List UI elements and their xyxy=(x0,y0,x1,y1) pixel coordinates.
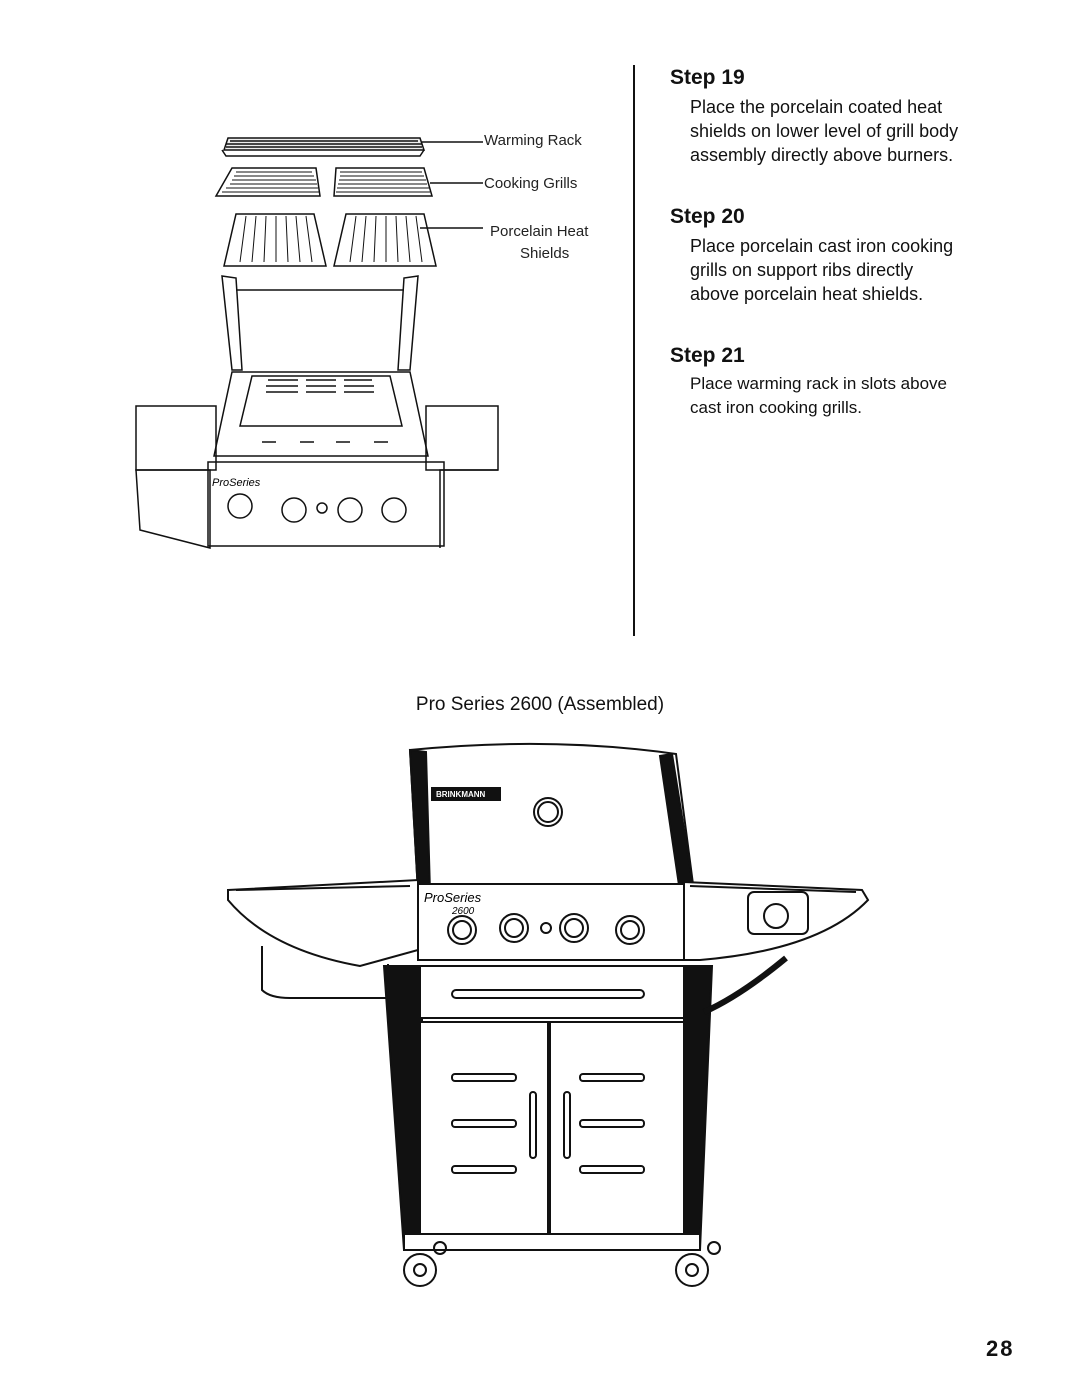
step-21-line-2: cast iron cooking grills. xyxy=(690,398,862,417)
step-20-line-3: above porcelain heat shields. xyxy=(690,284,924,304)
cooking-grills-drawing xyxy=(214,167,433,197)
step-21-text: Place warming rack in slots above cast i… xyxy=(690,372,947,420)
cooking-grills-label: Cooking Grills xyxy=(484,175,578,192)
warming-rack-drawing xyxy=(221,137,426,157)
heat-shields-label-line1: Porcelain Heat xyxy=(490,223,589,240)
step-19-text: Place the porcelain coated heat shields … xyxy=(690,95,958,167)
step-19-line-1: Place the porcelain coated heat xyxy=(690,97,943,117)
assembled-model-text: 2600 xyxy=(451,906,475,917)
brinkmann-logo-text: BRINKMANN xyxy=(436,790,486,799)
step-21-title: Step 21 xyxy=(670,344,745,367)
warming-rack-label: Warming Rack xyxy=(484,132,582,149)
exploded-grill-illustration: ProSeries xyxy=(135,65,635,636)
assembled-caption: Pro Series 2600 (Assembled) xyxy=(415,694,665,715)
heat-shields-label-line2: Shields xyxy=(520,245,570,262)
step-20-title: Step 20 xyxy=(670,205,745,228)
assembled-brand-text: ProSeries xyxy=(424,890,482,905)
assembled-grill-illustration: BRINKMANN ProSeries 2600 xyxy=(227,742,870,1287)
step-19-line-3: assembly directly above burners. xyxy=(690,145,954,165)
top-brand-text: ProSeries xyxy=(212,477,261,489)
step-20-text: Place porcelain cast iron cooking grills… xyxy=(690,234,953,306)
step-20-line-1: Place porcelain cast iron cooking xyxy=(690,236,954,256)
page-number: 28 xyxy=(986,1336,1015,1361)
step-19-title: Step 19 xyxy=(670,66,745,89)
step-19-line-2: shields on lower level of grill body xyxy=(690,121,959,141)
grill-body-drawing xyxy=(135,275,499,549)
step-21-line-1: Place warming rack in slots above xyxy=(690,374,948,393)
step-20-line-2: grills on support ribs directly xyxy=(690,260,914,280)
heat-shields-drawing xyxy=(223,213,437,267)
